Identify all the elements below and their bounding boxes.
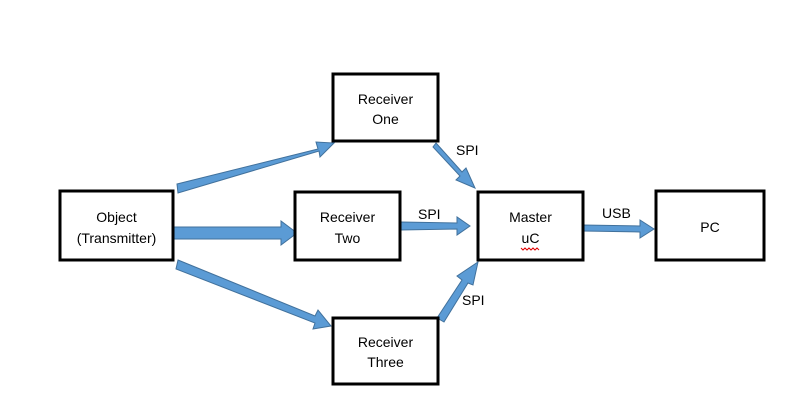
node-receiver-one-line2: One: [372, 111, 399, 127]
edge-label-master-pc: USB: [602, 205, 631, 221]
arrow-receiver-two-to-master: [400, 216, 471, 236]
node-object: Object (Transmitter): [58, 189, 175, 262]
arrow-receiver-one-to-master: [432, 142, 476, 189]
node-pc: PC: [654, 189, 766, 262]
arrow-object-to-receiver-three: [175, 259, 332, 330]
node-receiver-three-line2: Three: [367, 354, 404, 370]
node-receiver-three: Receiver Three: [331, 316, 440, 386]
edge-label-receiver-one-master: SPI: [456, 142, 479, 158]
edge-label-receiver-three-master: SPI: [462, 292, 485, 308]
arrow-master-to-pc: [582, 219, 655, 239]
node-object-line2: (Transmitter): [77, 230, 157, 246]
node-master-line2: uC: [522, 230, 540, 246]
node-receiver-one-line1: Receiver: [358, 91, 414, 107]
node-object-line1: Object: [96, 209, 137, 225]
node-receiver-three-line1: Receiver: [358, 334, 414, 350]
node-master-uc: Master uC: [476, 190, 585, 262]
edge-label-receiver-two-master: SPI: [418, 206, 441, 222]
node-pc-line1: PC: [700, 219, 719, 235]
node-master-line1: Master: [509, 209, 552, 225]
spellcheck-underline: [520, 247, 540, 251]
arrow-object-to-receiver-two: [173, 220, 298, 246]
node-receiver-two-line1: Receiver: [320, 209, 376, 225]
node-receiver-two-line2: Two: [335, 230, 361, 246]
arrow-receiver-three-to-master: [436, 260, 479, 323]
arrow-object-to-receiver-one: [176, 141, 336, 194]
node-receiver-two: Receiver Two: [293, 190, 402, 262]
node-receiver-one: Receiver One: [331, 72, 440, 143]
